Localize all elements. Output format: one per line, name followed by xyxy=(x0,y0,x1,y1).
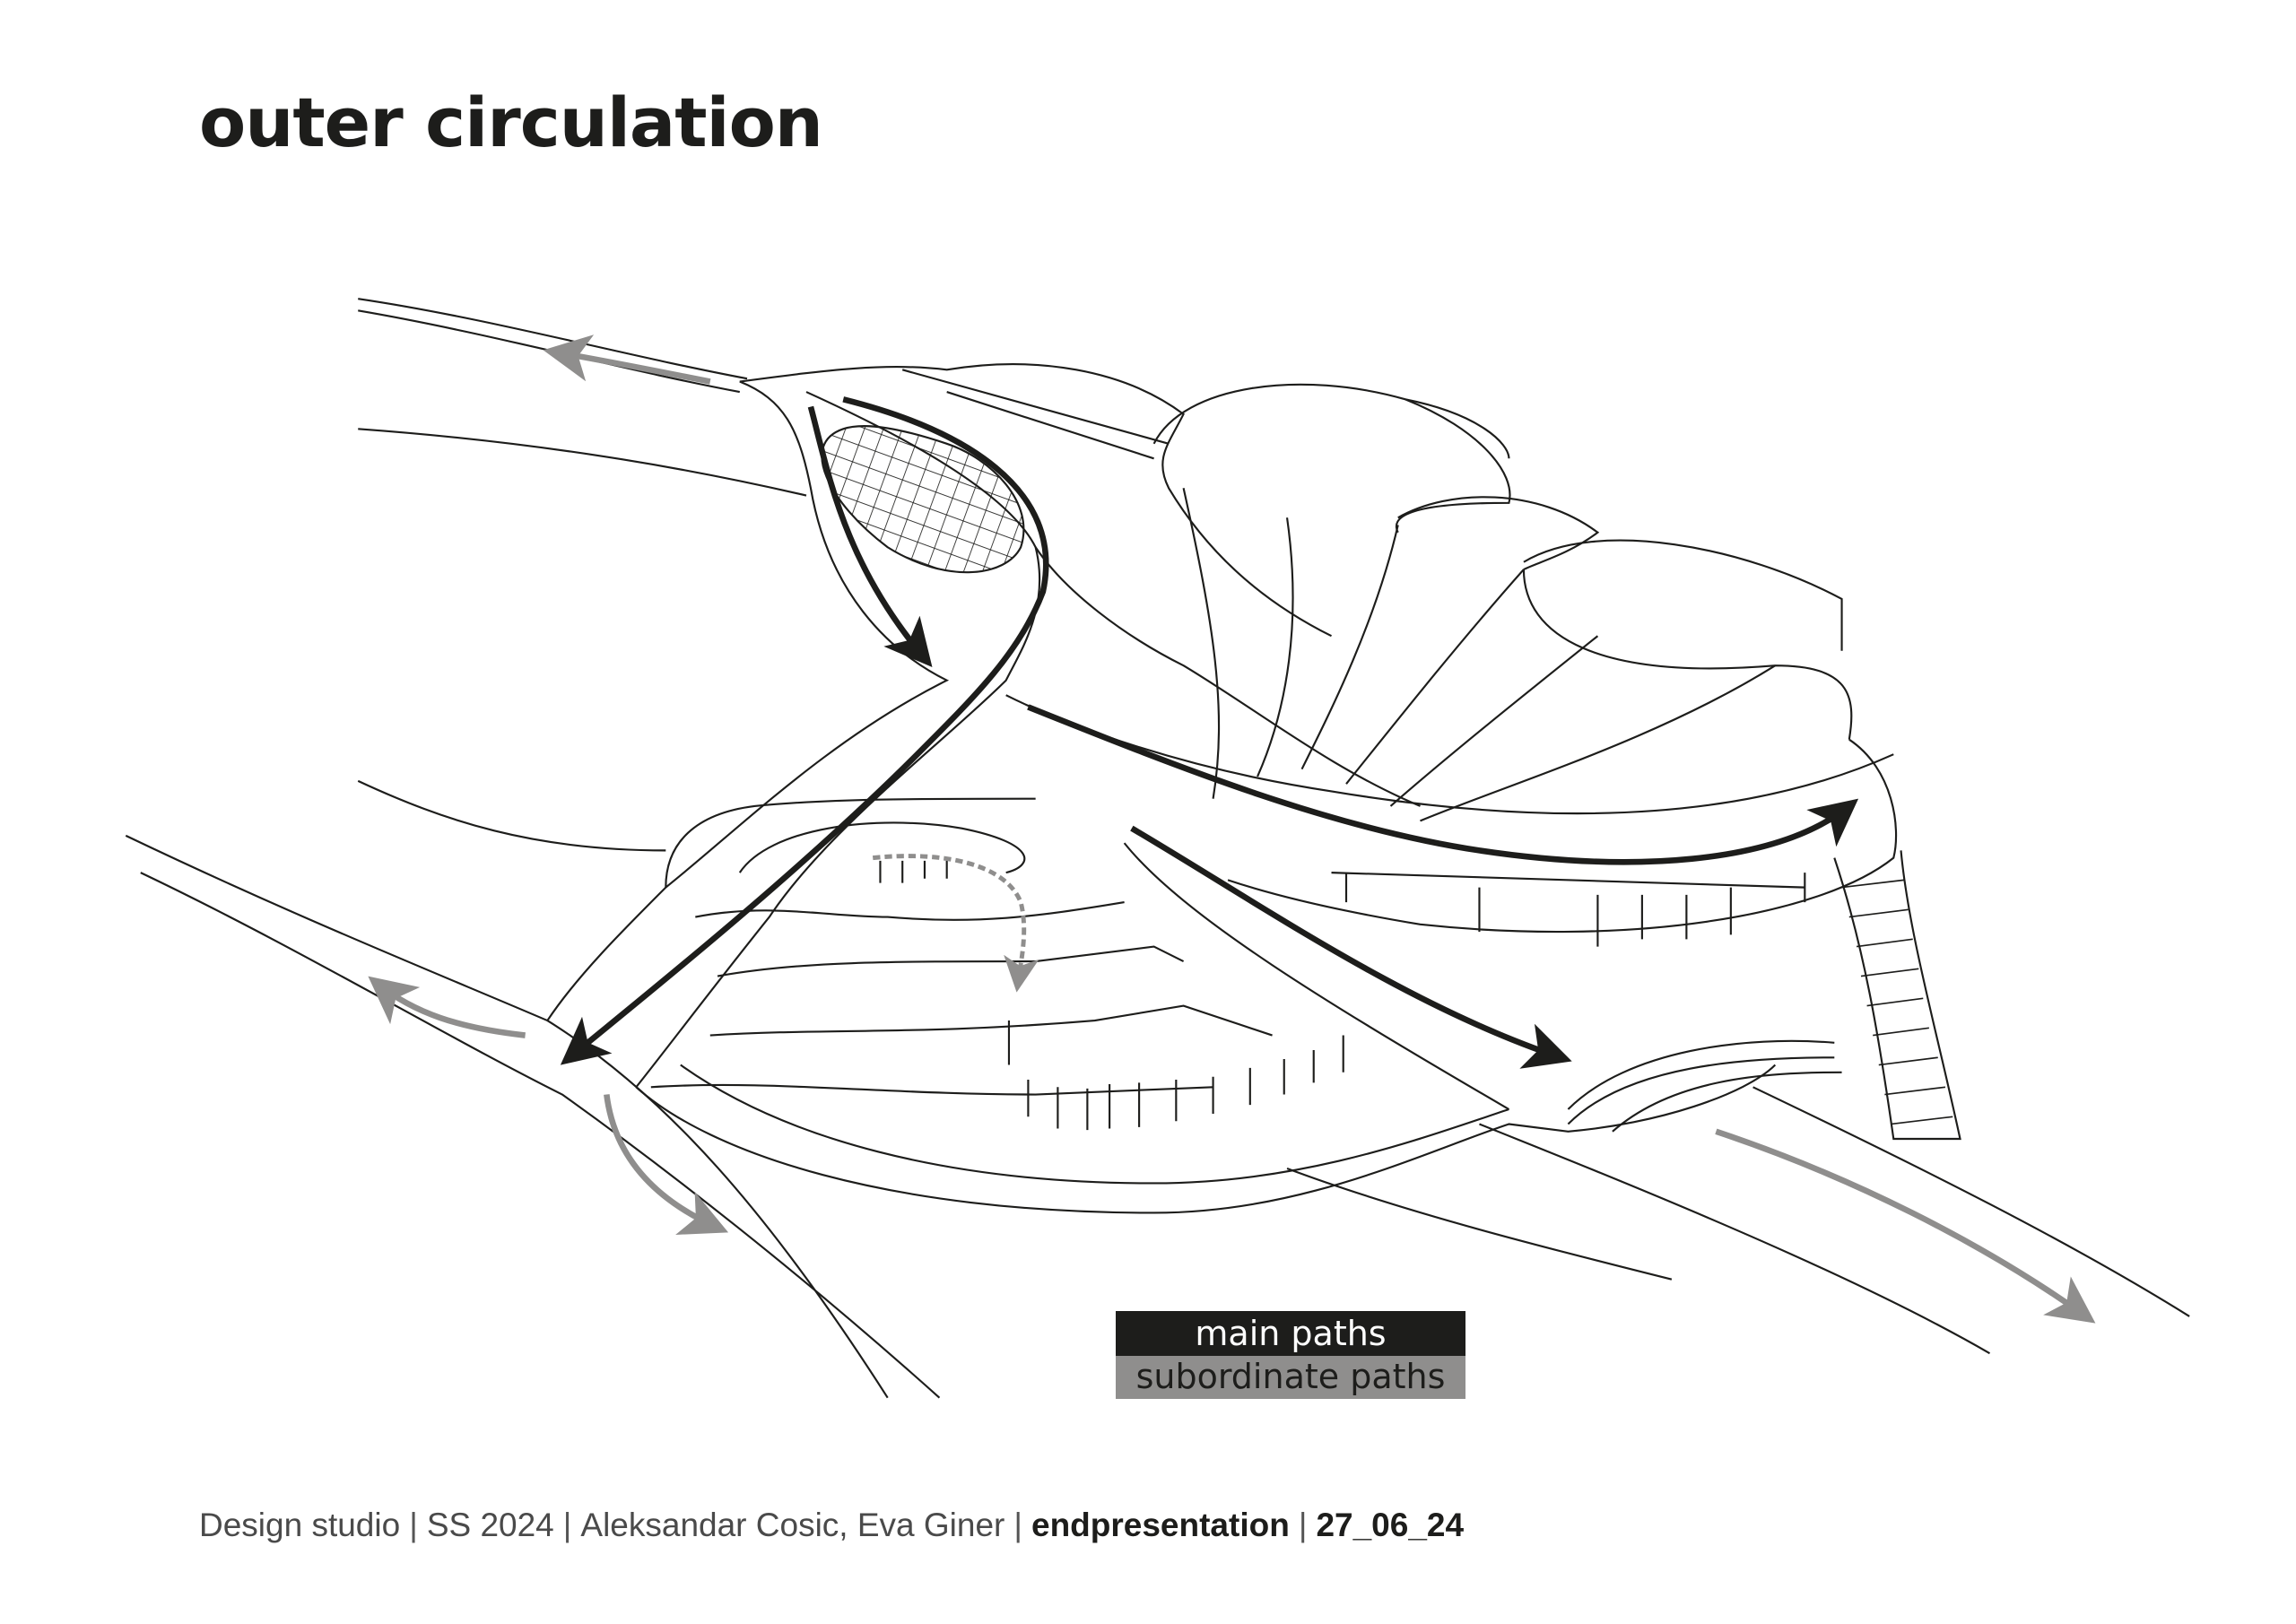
bollards xyxy=(879,860,1344,1131)
subordinate-path-arrow xyxy=(368,976,526,1038)
subordinate-path-arrow xyxy=(872,854,1039,993)
footer-authors: Aleksandar Cosic, Eva Giner xyxy=(580,1507,1005,1543)
main-path-arrow xyxy=(560,396,1049,1065)
terrain-lines xyxy=(125,298,2190,1399)
footer-semester: SS 2024 xyxy=(426,1507,554,1543)
subordinate-path-arrow xyxy=(543,334,711,385)
subordinate-path-arrow xyxy=(1715,1128,2096,1324)
footer-studio: Design studio xyxy=(199,1507,401,1543)
legend: main paths subordinate paths xyxy=(1116,1311,1465,1399)
main-path-arrow xyxy=(1027,704,1859,865)
footer-event: endpresentation xyxy=(1031,1507,1290,1543)
page-title: outer circulation xyxy=(199,83,823,162)
main-path-arrow xyxy=(1130,825,1572,1069)
main-path-arrows xyxy=(560,396,1859,1069)
legend-subordinate-paths: subordinate paths xyxy=(1116,1356,1465,1399)
stair-tower xyxy=(1833,850,1961,1141)
building-roof xyxy=(739,363,1898,947)
subordinate-path-arrows xyxy=(368,334,2096,1324)
main-path-arrow xyxy=(807,405,933,668)
roads xyxy=(546,380,1894,1214)
legend-main-paths: main paths xyxy=(1116,1311,1465,1356)
footer-date: 27_06_24 xyxy=(1316,1507,1465,1543)
subordinate-path-arrow xyxy=(604,1094,729,1235)
footer: Design studio|SS 2024|Aleksandar Cosic, … xyxy=(199,1507,1465,1543)
